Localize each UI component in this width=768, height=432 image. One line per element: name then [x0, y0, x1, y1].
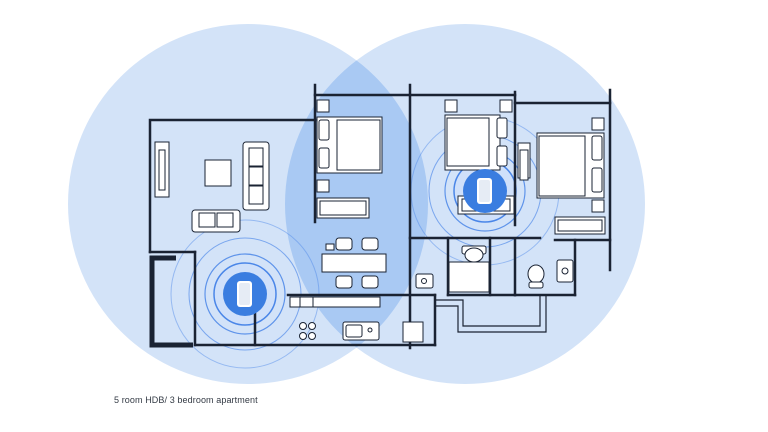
kitchen-counter — [289, 296, 381, 308]
shelter-wall — [149, 255, 193, 348]
walls — [148, 83, 612, 350]
kitchen-sink-icon — [342, 321, 380, 341]
coffee-table — [204, 159, 232, 187]
toilet-icon-2 — [527, 264, 545, 289]
diagram-caption: 5 room HDB/ 3 bedroom apartment — [114, 395, 258, 405]
bed-icon-3 — [519, 117, 606, 235]
tv-unit — [154, 141, 170, 198]
router-icon-left — [223, 272, 267, 316]
washer — [402, 321, 424, 343]
service-duct — [435, 295, 547, 333]
shower-tray — [448, 261, 490, 293]
stove-icon — [299, 322, 316, 340]
bed-icon — [316, 99, 383, 219]
loveseat-icon — [191, 209, 241, 233]
sink-icon-2 — [415, 273, 434, 289]
dining-table-icon — [321, 237, 387, 289]
sofa-icon — [242, 141, 270, 211]
router-icon-right — [463, 169, 507, 213]
sink-icon — [556, 259, 574, 283]
toilet-icon — [461, 245, 487, 263]
